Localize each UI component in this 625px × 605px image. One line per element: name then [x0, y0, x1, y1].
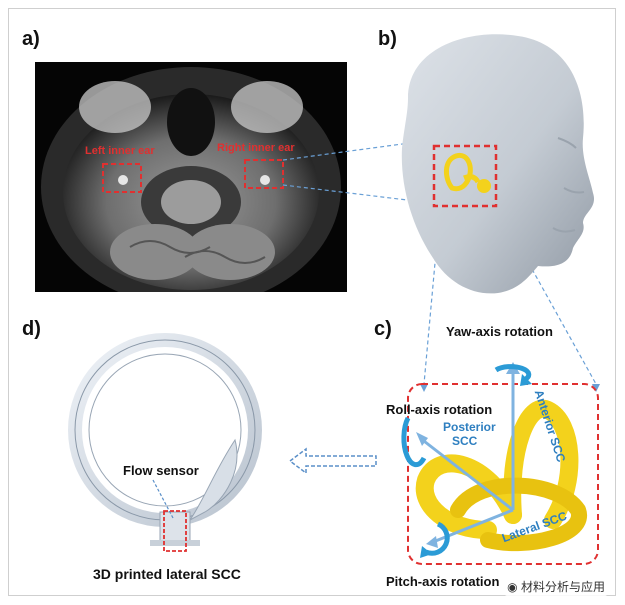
right-inner-ear-label: Right inner ear — [217, 142, 295, 154]
figure-frame — [8, 8, 616, 596]
mri-illustration — [41, 67, 341, 292]
right-ear-highlight-box — [244, 159, 284, 189]
panel-label-b: b) — [378, 28, 397, 50]
panel-label-a: a) — [22, 28, 40, 50]
chat-icon: ◉ — [507, 580, 518, 594]
yaw-axis-label: Yaw-axis rotation — [446, 324, 553, 339]
posterior-scc-label: Posterior — [443, 420, 496, 434]
mri-scan-image: Left inner ear Right inner ear — [35, 62, 347, 292]
roll-axis-label: Roll-axis rotation — [386, 402, 493, 417]
printed-scc-model — [68, 333, 262, 552]
panel-label-d: d) — [22, 318, 41, 340]
semicircular-canal-model — [401, 362, 599, 565]
printed-scc-caption: 3D printed lateral SCC — [93, 566, 241, 582]
posterior-scc-label-2: SCC — [452, 434, 478, 448]
left-ear-highlight-box — [102, 163, 142, 193]
transition-arrow-icon — [288, 447, 377, 475]
watermark: ◉ 材料分析与应用 — [501, 576, 611, 597]
inner-ear-highlight-box — [432, 144, 498, 208]
head-model — [401, 34, 595, 294]
canal-highlight-box — [407, 383, 599, 565]
pitch-axis-label: Pitch-axis rotation — [386, 574, 500, 589]
inner-ear-model — [444, 152, 473, 192]
flow-sensor-label: Flow sensor — [123, 463, 199, 478]
left-inner-ear-label: Left inner ear — [85, 145, 155, 157]
flow-sensor-highlight-box — [163, 510, 187, 552]
panel-label-c: c) — [374, 318, 392, 340]
